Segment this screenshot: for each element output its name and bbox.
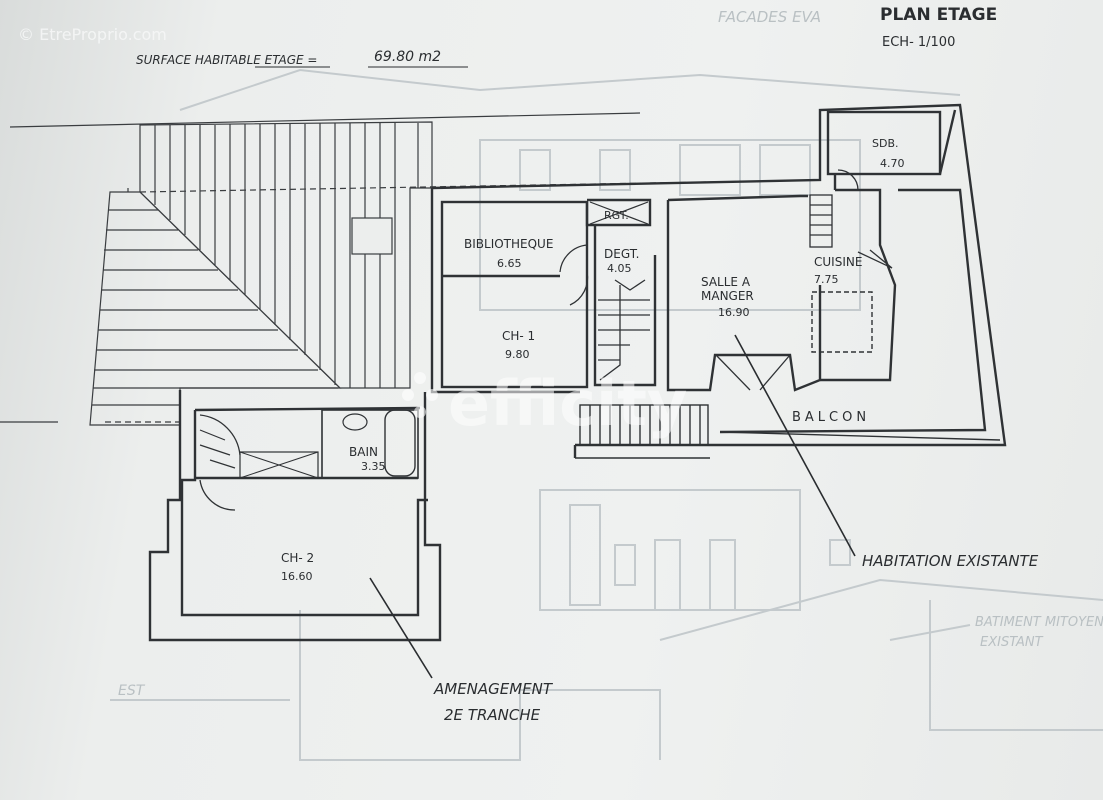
surface-label: SURFACE HABITABLE ETAGE = (136, 53, 317, 67)
source-watermark: © EtreProprio.com (18, 25, 167, 44)
room-name-ch2: CH- 2 (281, 551, 314, 565)
room-name-bain: BAIN (349, 445, 378, 459)
room-area-salle: 16.90 (718, 306, 750, 319)
balcony-stairs (579, 404, 709, 446)
ghost-text-batiment-1: BATIMENT MITOYEN (975, 615, 1103, 630)
room-labels: BIBLIOTHEQUE 6.65 DEGT. 4.05 RGT. CH- 1 … (281, 137, 905, 583)
door-swings (559, 169, 893, 391)
leader-lines (369, 334, 856, 679)
annotation-amenagement-2: 2E TRANCHE (444, 706, 541, 724)
rgt-cross (589, 201, 649, 225)
room-area-ch1: 9.80 (505, 348, 530, 361)
room-area-bibliotheque: 6.65 (497, 257, 522, 270)
annotation-habitation: HABITATION EXISTANTE (862, 552, 1039, 570)
surface-value: 69.80 m2 (374, 49, 441, 65)
room-name-bibliotheque: BIBLIOTHEQUE (464, 237, 553, 251)
room-name-salle-line2: MANGER (701, 289, 754, 303)
ghost-text-est: EST (118, 683, 146, 699)
room-name-cuisine: CUISINE (814, 255, 862, 269)
room-area-degt: 4.05 (607, 262, 632, 275)
brand-watermark: efficity (402, 367, 687, 440)
room-area-sdb: 4.70 (880, 157, 905, 170)
room-name-ch1: CH- 1 (502, 329, 535, 343)
room-area-bain: 3.35 (361, 460, 386, 473)
interior-stairs (598, 194, 833, 381)
room-name-degt: DEGT. (604, 247, 639, 261)
annotation-amenagement-1: AMENAGEMENT (433, 680, 554, 698)
room-name-salle-line1: SALLE A (701, 275, 751, 289)
brand-watermark-text: efficity (448, 367, 687, 440)
ghost-text-facade: FACADES EVA (718, 8, 821, 26)
plan-scale: ECH- 1/100 (882, 35, 955, 50)
room-name-rgt: RGT. (604, 209, 629, 222)
plan-title: PLAN ETAGE (880, 5, 997, 25)
room-name-sdb: SDB. (872, 137, 899, 150)
room-name-balcon: BALCON (792, 410, 870, 425)
background-facade-ghost (110, 68, 1103, 761)
ghost-text-batiment-2: EXISTANT (980, 635, 1044, 650)
room-area-ch2: 16.60 (281, 570, 313, 583)
lower-wing-walls (148, 390, 442, 642)
room-area-cuisine: 7.75 (814, 273, 839, 286)
